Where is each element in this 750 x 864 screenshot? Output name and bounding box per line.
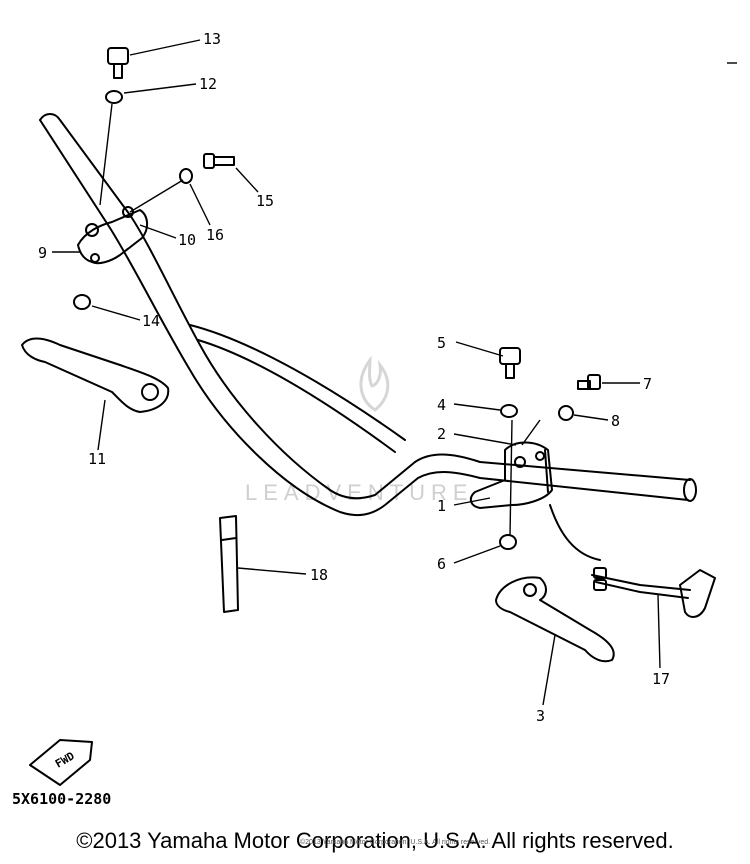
leader-lines	[52, 39, 661, 706]
watermark-flame-icon	[359, 355, 390, 412]
callout-4: 4	[437, 396, 446, 414]
callout-11: 11	[88, 450, 106, 468]
callout-13: 13	[203, 30, 221, 48]
forward-arrow-icon: FWD	[29, 739, 93, 786]
handlebar	[39, 113, 697, 517]
nut-14	[73, 294, 91, 310]
callout-2: 2	[437, 425, 446, 443]
nut-12	[105, 90, 123, 104]
callout-16: 16	[206, 226, 224, 244]
callout-14: 14	[142, 312, 160, 330]
left-clamp	[77, 206, 148, 265]
callout-18: 18	[310, 566, 328, 584]
callout-3: 3	[536, 707, 545, 725]
copyright-notice: ©2013 Yamaha Motor Corporation, U.S.A. A…	[76, 828, 674, 853]
left-lever	[21, 337, 170, 413]
clutch-switch	[549, 504, 716, 618]
callouts: 13 12 15 16 10 9 14 11 5 7 4 8 2 1 6 18 …	[38, 30, 670, 725]
drawing-code: 5X6100-2280	[12, 790, 112, 808]
watermark: LEADVENTURE	[245, 355, 474, 505]
callout-6: 6	[437, 555, 446, 573]
bolt-5	[499, 347, 521, 379]
callout-9: 9	[38, 244, 47, 262]
callout-10: 10	[178, 231, 196, 249]
bolt-13	[107, 47, 129, 79]
callout-12: 12	[199, 75, 217, 93]
callout-7: 7	[643, 375, 652, 393]
nut-16	[179, 168, 193, 184]
callout-8: 8	[611, 412, 620, 430]
copyright-small-caption: ©2013 Yamaha Motor Corporation, U.S.A. A…	[300, 839, 491, 846]
bolt-7	[577, 374, 601, 390]
callout-5: 5	[437, 334, 446, 352]
watermark-text: LEADVENTURE	[245, 480, 474, 505]
nut-4	[500, 404, 518, 418]
right-clamp	[469, 441, 553, 509]
callout-1: 1	[437, 497, 446, 515]
callout-17: 17	[652, 670, 670, 688]
bolt-15	[203, 153, 235, 169]
cable-strap	[219, 515, 239, 613]
right-lever	[495, 576, 615, 663]
callout-15: 15	[256, 192, 274, 210]
nut-6	[499, 534, 517, 550]
nut-8	[558, 405, 574, 421]
